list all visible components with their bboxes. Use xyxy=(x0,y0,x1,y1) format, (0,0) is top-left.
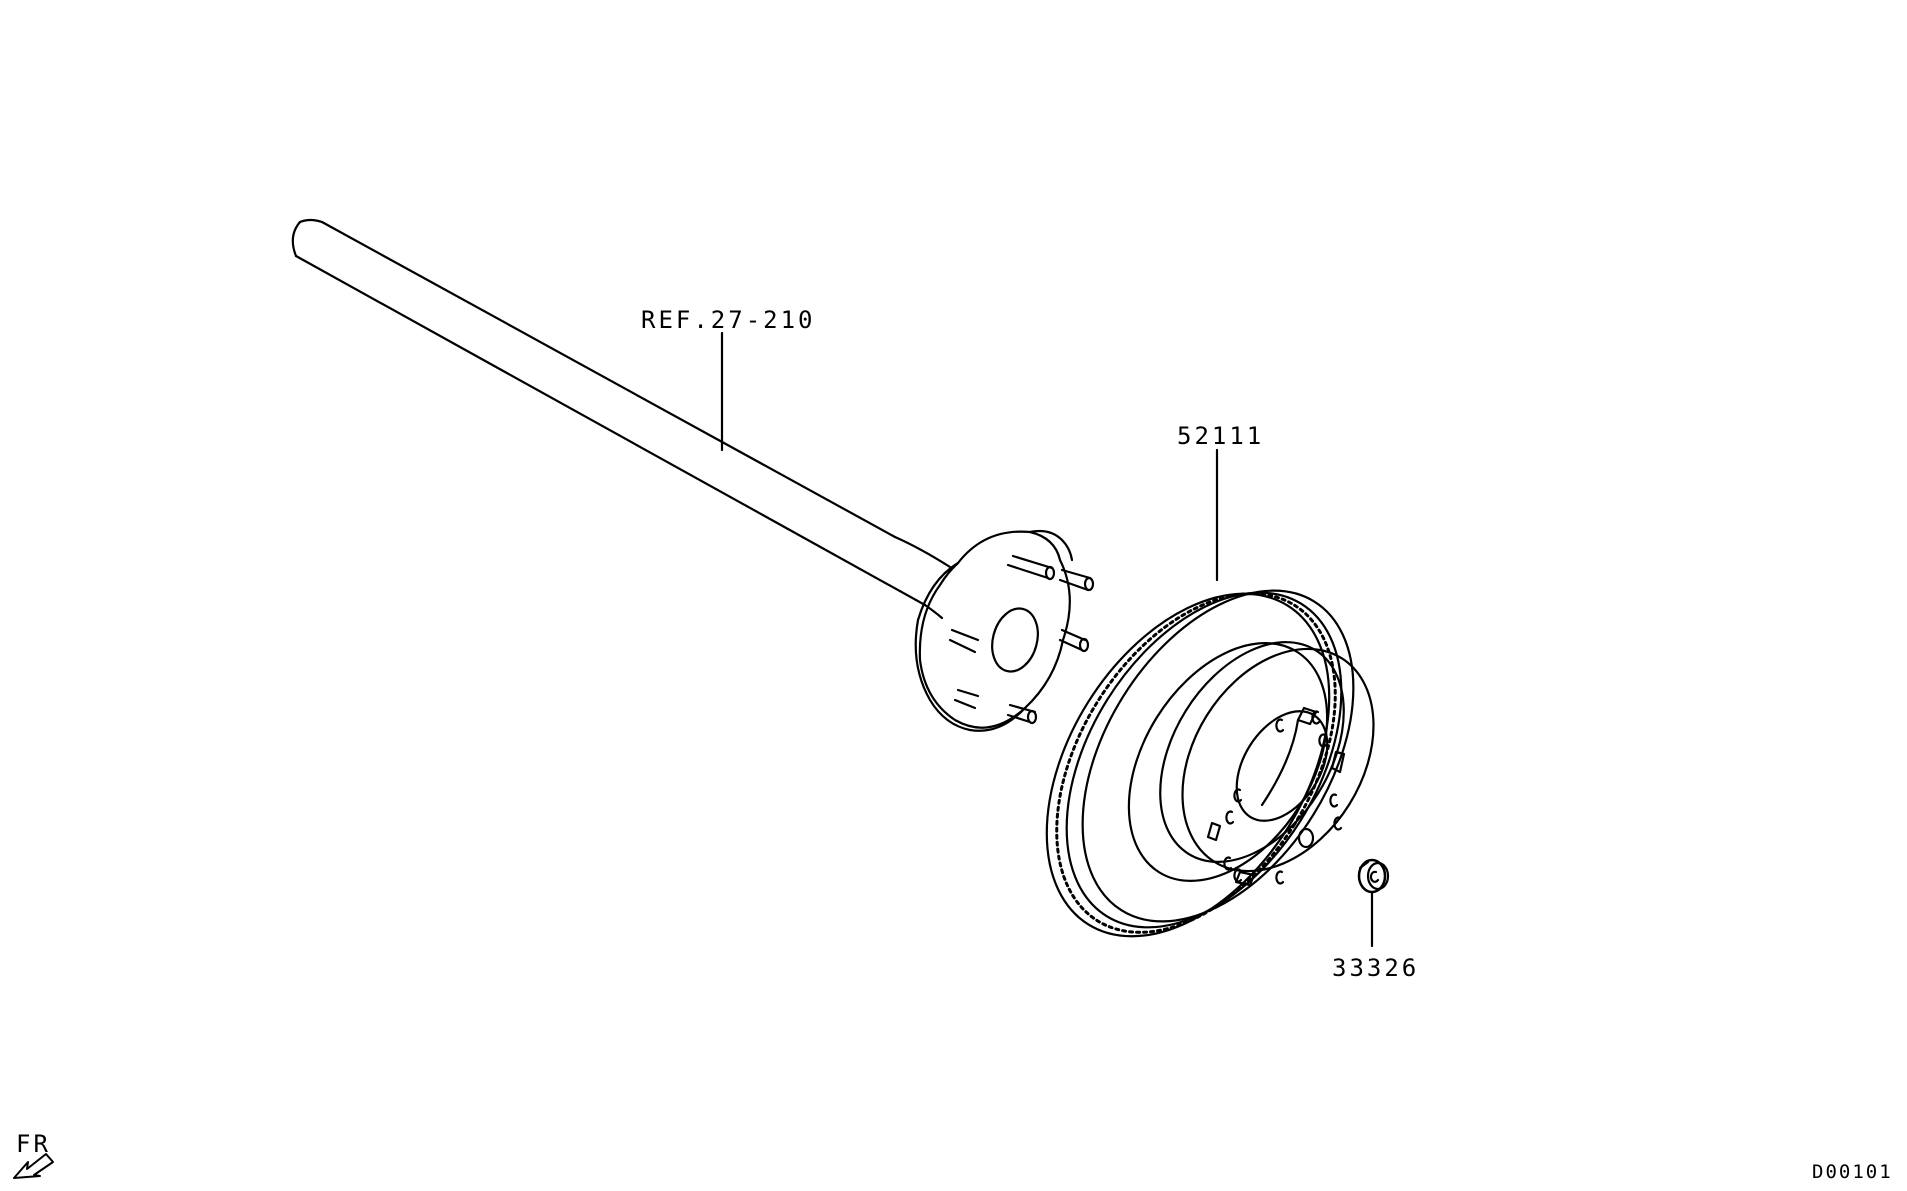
screw xyxy=(1357,858,1390,894)
diagram-code: D00101 xyxy=(1812,1161,1893,1183)
axle-shaft xyxy=(291,218,952,620)
callout-axle-shaft: REF.27-210 xyxy=(641,306,816,334)
flange-studs xyxy=(948,554,1095,725)
callout-brake-disc: 52111 xyxy=(1177,422,1265,450)
brake-disc xyxy=(1045,589,1375,938)
disc-diamond-openings xyxy=(1206,706,1346,887)
callout-screw: 33326 xyxy=(1332,954,1420,982)
disc-lug-holes xyxy=(1223,710,1343,885)
axle-flange xyxy=(914,529,1095,732)
orientation-label: FR xyxy=(16,1130,51,1158)
arrow-icon xyxy=(13,1153,54,1179)
